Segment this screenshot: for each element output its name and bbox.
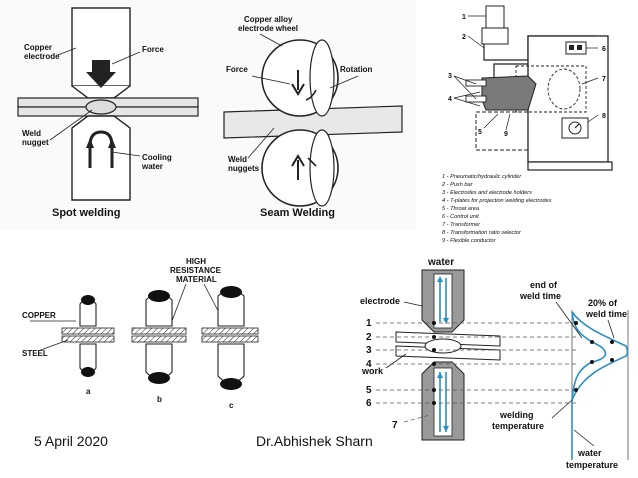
thermal-point-7: 7 xyxy=(392,420,398,431)
seam-force-label: Force xyxy=(226,65,248,74)
thermal-water-temp-label-1: water xyxy=(577,448,602,458)
seam-welding-svg: Copper alloy electrode wheel Force Rotat… xyxy=(212,0,416,230)
machine-legend-2: 2 - Push bar xyxy=(441,182,474,188)
machine-callout-2: 2 xyxy=(462,34,466,41)
machine-legend-5: 5 - Throat area xyxy=(442,206,479,212)
seam-welding-diagram: Copper alloy electrode wheel Force Rotat… xyxy=(212,0,416,230)
seam-caption: Seam Welding xyxy=(260,207,335,219)
seam-rotation-label: Rotation xyxy=(340,65,373,74)
thermal-water-top-label: water xyxy=(427,257,454,268)
machine-callout-4: 4 xyxy=(448,96,452,103)
thermal-electrode-label: electrode xyxy=(360,296,400,306)
thermal-welding-label-2: temperature xyxy=(492,421,544,431)
proj-b-label: b xyxy=(157,395,162,404)
spot-copper-label: Copper xyxy=(24,43,52,52)
machine-callout-3: 3 xyxy=(448,73,452,80)
machine-callout-9: 9 xyxy=(504,131,508,138)
thermal-pct-label-2: weld time xyxy=(585,309,627,319)
spot-force-label: Force xyxy=(142,45,164,54)
thermal-point-5: 5 xyxy=(366,385,372,396)
spot-water-label: water xyxy=(141,162,163,171)
temperature-distribution-diagram: water electrode work 1 2 xyxy=(360,250,638,478)
proj-c-label: c xyxy=(229,401,234,410)
machine-legend-6: 6 - Control unit xyxy=(442,214,479,220)
projection-welding-diagram: HIGH RESISTANCE MATERIAL xyxy=(20,256,280,426)
welding-machine-diagram: 1 2 3 4 5 6 7 8 9 1 - Pneumatic/hydrauli… xyxy=(416,0,638,250)
projection-welding-svg: HIGH RESISTANCE MATERIAL xyxy=(22,257,259,410)
machine-callout-5: 5 xyxy=(478,129,482,136)
machine-legend-1: 1 - Pneumatic/hydraulic cylinder xyxy=(442,174,522,180)
machine-legend-4: 4 - T-plates for projection welding elec… xyxy=(442,198,552,204)
proj-material-label: MATERIAL xyxy=(176,275,217,284)
thermal-point-6: 6 xyxy=(366,398,372,409)
proj-resistance-label: RESISTANCE xyxy=(170,266,222,275)
machine-callout-1: 1 xyxy=(462,14,466,21)
spot-electrode-label: electrode xyxy=(24,52,60,61)
thermal-point-3: 3 xyxy=(366,345,372,356)
thermal-point-4: 4 xyxy=(366,359,372,370)
machine-legend-9: 9 - Flexible conductor xyxy=(442,238,497,244)
thermal-water-temp-label-2: temperature xyxy=(566,460,618,470)
seam-nuggets-label: nuggets xyxy=(228,164,260,173)
proj-high-label: HIGH xyxy=(186,257,206,266)
machine-callout-6: 6 xyxy=(602,46,606,53)
thermal-end-label-1: end of xyxy=(530,280,558,290)
proj-steel-label: STEEL xyxy=(22,349,48,358)
welding-machine-svg: 1 2 3 4 5 6 7 8 9 1 - Pneumatic/hydrauli… xyxy=(416,0,638,250)
machine-legend-8: 8 - Transformation ratio selector xyxy=(442,230,522,236)
footer-author: Dr.Abhishek Sharn xyxy=(256,433,373,449)
thermal-work-label: work xyxy=(361,366,384,376)
spot-weld-label: Weld xyxy=(22,129,41,138)
thermal-point-2: 2 xyxy=(366,332,372,343)
thermal-end-label-2: weld time xyxy=(519,291,561,301)
thermal-pct-label-1: 20% of xyxy=(588,298,618,308)
seam-weld-label: Weld xyxy=(228,155,247,164)
spot-welding-diagram: Copper electrode Force Weld nugget Cooli… xyxy=(0,0,212,230)
spot-nugget-label: nugget xyxy=(22,138,49,147)
temperature-distribution-svg: water electrode work 1 2 xyxy=(360,257,629,470)
thermal-point-1: 1 xyxy=(366,318,372,329)
proj-a-label: a xyxy=(86,387,91,396)
machine-callout-8: 8 xyxy=(602,113,606,120)
machine-legend-3: 3 - Electrodes and electrode holders xyxy=(442,190,532,196)
seam-wheel-label-1: Copper alloy xyxy=(244,15,293,24)
spot-caption: Spot welding xyxy=(52,207,120,219)
spot-welding-svg: Copper electrode Force Weld nugget Cooli… xyxy=(0,0,212,230)
seam-wheel-label-2: electrode wheel xyxy=(238,24,298,33)
proj-copper-label: COPPER xyxy=(22,311,56,320)
machine-legend-7: 7 - Transformer xyxy=(442,222,481,228)
spot-cooling-label: Cooling xyxy=(142,153,172,162)
footer-date: 5 April 2020 xyxy=(34,433,108,449)
thermal-welding-label-1: welding xyxy=(499,410,534,420)
machine-callout-7: 7 xyxy=(602,76,606,83)
